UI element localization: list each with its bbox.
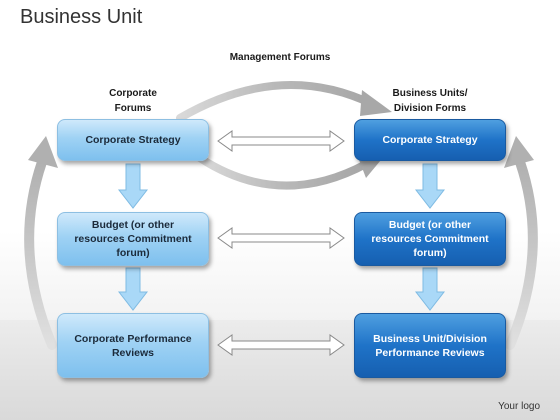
double-arrow-row3	[217, 334, 345, 356]
division-forms-heading: Business Units/ Division Forms	[365, 86, 495, 116]
down-arrow-right-2	[414, 267, 446, 311]
double-arrow-row2	[217, 227, 345, 249]
down-arrow-right-1	[414, 163, 446, 209]
left-performance-reviews-box: Corporate Performance Reviews	[57, 313, 209, 378]
page-title: Business Unit	[20, 6, 143, 28]
left-side-arrow	[24, 136, 58, 350]
double-arrow-row1	[217, 130, 345, 152]
heading-line: Business Units/	[392, 88, 468, 99]
box-line: Budget (or other	[388, 219, 472, 231]
down-arrow-left-2	[117, 267, 149, 311]
box-line: resources Commitment	[74, 233, 192, 245]
top-curved-arrow	[176, 81, 392, 122]
right-budget-box: Budget (or other resources Commitment fo…	[354, 212, 506, 266]
box-line: Budget (or other	[91, 219, 175, 231]
right-division-reviews-box: Business Unit/Division Performance Revie…	[354, 313, 506, 378]
box-line: Corporate Performance	[74, 332, 192, 345]
down-arrow-left-1	[117, 163, 149, 209]
box-line: forum)	[116, 247, 150, 259]
box-line: Corporate Strategy	[382, 134, 478, 146]
corporate-forums-heading: Corporate Forums	[83, 86, 183, 116]
box-line: Performance Reviews	[375, 346, 485, 359]
right-side-arrow	[504, 136, 538, 350]
box-line: forum)	[413, 247, 447, 259]
logo-placeholder: Your logo	[498, 401, 540, 412]
box-line: resources Commitment	[371, 233, 489, 245]
box-line: Corporate Strategy	[85, 134, 181, 146]
right-corporate-strategy-box: Corporate Strategy	[354, 119, 506, 161]
heading-line: Division Forms	[393, 103, 467, 114]
box-line: Reviews	[111, 346, 154, 359]
box-line: Business Unit/Division	[373, 332, 487, 345]
left-budget-box: Budget (or other resources Commitment fo…	[57, 212, 209, 266]
left-corporate-strategy-box: Corporate Strategy	[57, 119, 209, 161]
heading-line: Corporate	[109, 88, 157, 99]
heading-line: Forums	[114, 103, 152, 114]
management-forums-heading: Management Forums	[229, 52, 331, 63]
